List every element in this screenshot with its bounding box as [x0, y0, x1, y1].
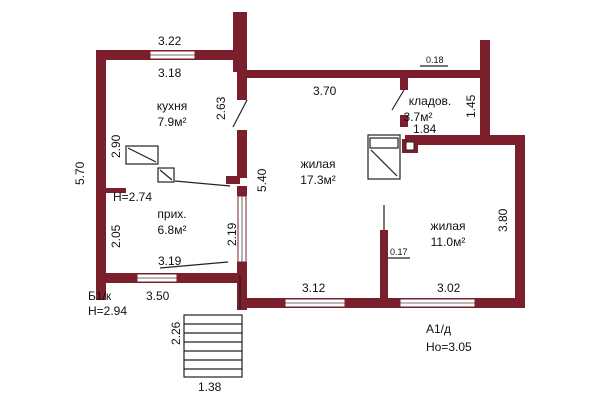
- kitchen-partition-upper: [237, 60, 247, 100]
- dim-kitchen-height: 2.90: [109, 134, 123, 158]
- pantry-left-wall-bottom: [400, 115, 408, 127]
- bottom-wall: [240, 298, 525, 308]
- dim-right-room-bottom: 3.02: [437, 281, 461, 295]
- living-top-wall: [247, 70, 487, 78]
- dim-stairs-width: 1.38: [198, 380, 222, 394]
- heater-top: [369, 137, 399, 149]
- dim-stairs-length: 2.26: [169, 321, 183, 345]
- right-outer-wall: [515, 135, 525, 307]
- dim-hall-inner-right: 2.19: [225, 222, 239, 246]
- kitchen-area: 7.9м²: [158, 115, 187, 129]
- pantry-name: кладов.: [409, 94, 451, 108]
- kitchen-name: кухня: [157, 99, 188, 113]
- stove-vent: [405, 141, 415, 151]
- dim-living-side: 5.40: [255, 168, 269, 192]
- kitchen-partition-lower: [237, 130, 247, 178]
- pantry-area: 3.7м²: [404, 110, 433, 124]
- partition-post: [237, 186, 247, 196]
- dim-pantry-height: 1.45: [464, 94, 478, 118]
- stairs-outline: [183, 314, 243, 378]
- left-outer-wall: [96, 50, 106, 300]
- hall-name: прих.: [157, 207, 186, 221]
- chimney-wall: [233, 12, 247, 72]
- dim-living-bottom: 3.12: [302, 281, 326, 295]
- dim-hall-height: 2.05: [109, 224, 123, 248]
- doors: [159, 89, 405, 310]
- kitchen-door: [232, 99, 248, 128]
- dim-top-wall-thickness: 0.18: [426, 55, 444, 65]
- dim-living-top: 3.70: [313, 84, 337, 98]
- dim-pantry-width: 1.84: [413, 122, 437, 136]
- kitchen-hall-wall-left: [106, 188, 126, 193]
- balcony-height: H=2.94: [88, 304, 127, 318]
- dim-partition-thickness: 0.17: [390, 247, 408, 257]
- dim-kitchen-top-outer: 3.22: [158, 34, 182, 48]
- dim-entrance-width: 3.50: [146, 289, 170, 303]
- dim-kitchen-top-inner: 3.18: [158, 66, 182, 80]
- balcony-label: Б1/к: [88, 289, 112, 303]
- living-main-area: 17.3м²: [300, 173, 336, 187]
- living-partition: [380, 230, 388, 300]
- pantry-left-wall-top: [400, 78, 408, 90]
- windows: [136, 50, 476, 308]
- stairs: [183, 314, 243, 378]
- dim-kitchen-door-side: 2.63: [214, 96, 228, 120]
- dim-left-height: 5.70: [73, 161, 87, 185]
- hall-partition-lower: [237, 262, 247, 310]
- dim-right-room-height: 3.80: [496, 208, 510, 232]
- right-upper-wall: [480, 40, 490, 140]
- pantry-door: [391, 89, 405, 111]
- appliances: [125, 134, 401, 183]
- right-room-top-wall: [405, 135, 523, 145]
- level-height: Ho=3.05: [426, 340, 472, 354]
- living-right-area: 11.0м²: [431, 235, 466, 249]
- hall-area: 6.8м²: [158, 223, 187, 237]
- level-label: А1/д: [426, 322, 451, 336]
- kitchen-hall-door: [174, 180, 231, 187]
- kitchen-hall-wall-right: [226, 176, 240, 184]
- dim-hall-bottom: 3.19: [158, 254, 182, 268]
- living-main-name: жилая: [301, 157, 336, 171]
- ceiling-height-note: H=2.74: [113, 190, 152, 204]
- hall-door: [159, 261, 229, 269]
- living-right-name: жилая: [431, 219, 466, 233]
